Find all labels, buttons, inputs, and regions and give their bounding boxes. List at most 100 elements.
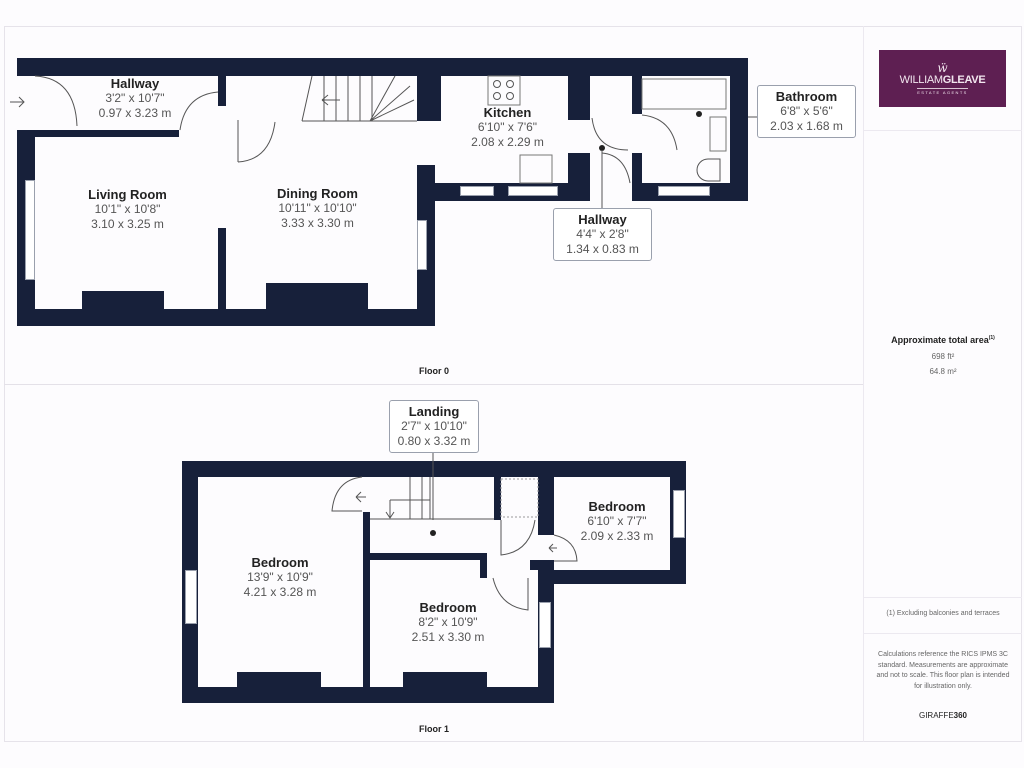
toilet xyxy=(696,158,721,182)
bathtub xyxy=(641,78,727,110)
door-swing xyxy=(591,117,629,151)
door-swing xyxy=(34,75,78,127)
door-swing xyxy=(179,91,219,131)
door-swing xyxy=(641,114,678,151)
window xyxy=(673,490,685,538)
agent-logo: ẅ WILLIAMGLEAVE ESTATE AGENTS xyxy=(879,50,1006,107)
door-swing xyxy=(601,152,631,184)
room-label-hallway: Hallway 3'2" x 10'7" 0.97 x 3.23 m xyxy=(80,76,190,121)
window xyxy=(185,570,197,624)
room-size-imperial: 13'9" x 10'9" xyxy=(247,570,313,584)
window xyxy=(417,220,427,270)
footnote: (1) Excluding balconies and terraces xyxy=(886,610,1000,617)
disclaimer: Calculations reference the RICS IPMS 3C … xyxy=(876,651,1010,690)
room-size-metric: 4.21 x 3.28 m xyxy=(243,585,317,599)
room-label-bedroom-3: Bedroom 6'10" x 7'7" 2.09 x 2.33 m xyxy=(562,499,672,544)
room-callout-hallway: Hallway 4'4" x 2'8" 1.34 x 0.83 m xyxy=(553,208,652,261)
room-callout-bathroom: Bathroom 6'8" x 5'6" 2.03 x 1.68 m xyxy=(757,85,856,138)
floor-0-plan xyxy=(17,58,748,326)
room-size-metric: 0.80 x 3.32 m xyxy=(397,434,471,448)
window xyxy=(658,186,710,196)
wall xyxy=(17,130,179,137)
wall xyxy=(568,76,590,120)
plan-linework xyxy=(10,75,757,611)
wall xyxy=(17,309,435,326)
area-sqm: 64.8 m² xyxy=(929,367,957,376)
room-size-imperial: 10'1" x 10'8" xyxy=(94,202,161,216)
section-divider xyxy=(864,597,1022,598)
wall xyxy=(538,570,686,584)
wall xyxy=(538,477,554,535)
chimney-breast xyxy=(237,672,321,690)
door-swing xyxy=(237,120,276,163)
room-label-bedroom-1: Bedroom 13'9" x 10'9" 4.21 x 3.28 m xyxy=(225,555,335,600)
wall xyxy=(417,76,441,121)
wall xyxy=(530,560,554,570)
door-swing xyxy=(553,534,578,562)
total-area-title: Approximate total area(1) xyxy=(864,335,1022,345)
section-divider xyxy=(864,130,1022,131)
staircase xyxy=(370,477,494,520)
room-size-metric: 2.03 x 1.68 m xyxy=(770,119,843,133)
room-name: Bathroom xyxy=(775,89,838,104)
room-name: Bedroom xyxy=(419,600,477,615)
room-name: Kitchen xyxy=(483,105,532,120)
room-size-imperial: 6'10" x 7'7" xyxy=(587,514,647,528)
room-label-dining-room: Dining Room 10'11" x 10'10" 3.33 x 3.30 … xyxy=(255,186,380,231)
chimney-breast xyxy=(266,283,368,311)
logo-tagline: ESTATE AGENTS xyxy=(917,88,968,95)
section-divider xyxy=(864,633,1022,634)
provider-name-light: GIRAFFE xyxy=(918,711,954,720)
room-name: Bedroom xyxy=(251,555,309,570)
room-label-living-room: Living Room 10'1" x 10'8" 3.10 x 3.25 m xyxy=(70,187,185,232)
window xyxy=(460,186,494,196)
room-size-metric: 2.51 x 3.30 m xyxy=(411,630,485,644)
room-label-bedroom-2: Bedroom 8'2" x 10'9" 2.51 x 3.30 m xyxy=(393,600,503,645)
logo-name: WILLIAMGLEAVE xyxy=(900,74,986,87)
room-size-metric: 3.10 x 3.25 m xyxy=(91,217,164,231)
room-size-imperial: 3'2" x 10'7" xyxy=(105,91,165,105)
floor-1-plan xyxy=(182,461,686,703)
wall xyxy=(730,58,748,201)
wall xyxy=(568,153,590,201)
staircase xyxy=(301,75,417,122)
wall xyxy=(363,512,370,690)
area-sqft: 698 ft² xyxy=(931,352,955,361)
provider-name-bold: 360 xyxy=(953,711,968,720)
room-size-imperial: 6'8" x 5'6" xyxy=(780,104,833,118)
floor-1-label: Floor 1 xyxy=(418,724,449,734)
total-area-title-text: Approximate total area xyxy=(891,335,989,345)
door-swing xyxy=(331,476,363,512)
logo-name-light: WILLIAM xyxy=(899,74,943,86)
room-name: Bedroom xyxy=(588,499,646,514)
wall xyxy=(182,687,554,703)
room-size-imperial: 10'11" x 10'10" xyxy=(278,201,357,215)
wall xyxy=(17,58,748,76)
window xyxy=(508,186,558,196)
room-name: Dining Room xyxy=(277,186,358,201)
chimney-breast xyxy=(403,672,487,690)
footnote-marker: (1) xyxy=(988,335,995,341)
room-name: Hallway xyxy=(578,212,627,227)
logo-mark-icon: ẅ xyxy=(937,61,948,75)
info-sidebar xyxy=(863,26,1022,742)
wall xyxy=(370,553,486,560)
room-size-imperial: 6'10" x 7'6" xyxy=(477,120,538,134)
room-name: Landing xyxy=(408,404,460,419)
wall xyxy=(494,477,501,520)
chimney-breast xyxy=(82,291,164,311)
room-name: Living Room xyxy=(88,187,167,202)
basin xyxy=(709,116,727,152)
provider-brand: GIRAFFE360 xyxy=(864,711,1022,720)
room-name: Hallway xyxy=(110,76,160,91)
room-size-metric: 1.34 x 0.83 m xyxy=(566,242,639,256)
door-swing xyxy=(500,519,536,556)
wall xyxy=(480,553,487,578)
room-size-metric: 0.97 x 3.23 m xyxy=(98,106,172,120)
room-size-metric: 3.33 x 3.30 m xyxy=(281,216,354,230)
room-size-metric: 2.09 x 2.33 m xyxy=(580,529,654,543)
arrow-right-icon xyxy=(10,96,25,108)
wall xyxy=(218,228,226,309)
floor-divider xyxy=(4,384,863,385)
wall xyxy=(182,461,686,477)
